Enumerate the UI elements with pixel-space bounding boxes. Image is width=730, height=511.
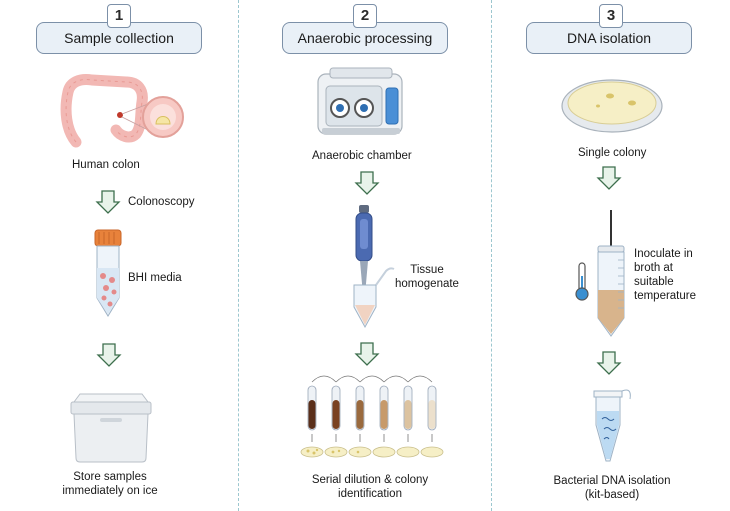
store-samples-label: Store samples immediately on ice (40, 470, 180, 498)
down-arrow-icon (596, 351, 622, 375)
tissue-line-2: homogenate (395, 278, 459, 290)
pipette-icon (353, 205, 395, 329)
column-divider-1 (238, 0, 239, 511)
inoculate-label: Inoculate in broth at suitable temperatu… (634, 247, 714, 303)
serial-dilution-icon (300, 375, 444, 458)
store-samples-line-2: immediately on ice (62, 485, 158, 497)
petri-dish-icon (561, 79, 663, 133)
inoculate-line-1: Inoculate in (634, 248, 693, 260)
store-samples-line-1: Store samples (73, 471, 147, 483)
thermometer-icon (575, 262, 589, 301)
column-divider-2 (491, 0, 492, 511)
step-2-number: 2 (353, 4, 377, 28)
serial-dilution-label: Serial dilution & colony identification (290, 473, 450, 501)
bacterial-dna-label: Bacterial DNA isolation (kit-based) (538, 474, 686, 502)
inoculate-line-3: suitable (634, 276, 674, 288)
down-arrow-icon (354, 342, 380, 366)
down-arrow-icon (96, 343, 122, 367)
step-3-number: 3 (599, 4, 623, 28)
bhi-media-label: BHI media (128, 272, 182, 284)
tissue-line-1: Tissue (410, 264, 444, 276)
single-colony-label: Single colony (578, 147, 647, 159)
serial-dilution-line-1: Serial dilution & colony (311, 474, 429, 486)
bhi-media-tube-icon (94, 229, 122, 317)
broth-culture-tube-icon (597, 210, 625, 337)
ice-cooler-icon (70, 393, 152, 463)
bacterial-dna-line-1: Bacterial DNA isolation (553, 475, 671, 487)
tissue-homogenate-label: Tissue homogenate (392, 263, 462, 291)
inoculate-line-2: broth at (634, 262, 673, 274)
inoculate-line-4: temperature (634, 290, 697, 302)
human-colon-icon (60, 74, 184, 148)
serial-dilution-line-2: identification (338, 488, 402, 500)
colonoscopy-label: Colonoscopy (128, 196, 195, 208)
step-1-number: 1 (107, 4, 131, 28)
down-arrow-icon (596, 166, 622, 190)
down-arrow-icon (95, 190, 121, 214)
anaerobic-chamber-label: Anaerobic chamber (312, 150, 412, 162)
anaerobic-chamber-icon (317, 67, 403, 135)
human-colon-label: Human colon (72, 159, 140, 171)
dna-microtube-icon (593, 389, 631, 462)
step-2-title: Anaerobic processing (282, 22, 448, 54)
bacterial-dna-line-2: (kit-based) (584, 489, 640, 501)
down-arrow-icon (354, 171, 380, 195)
